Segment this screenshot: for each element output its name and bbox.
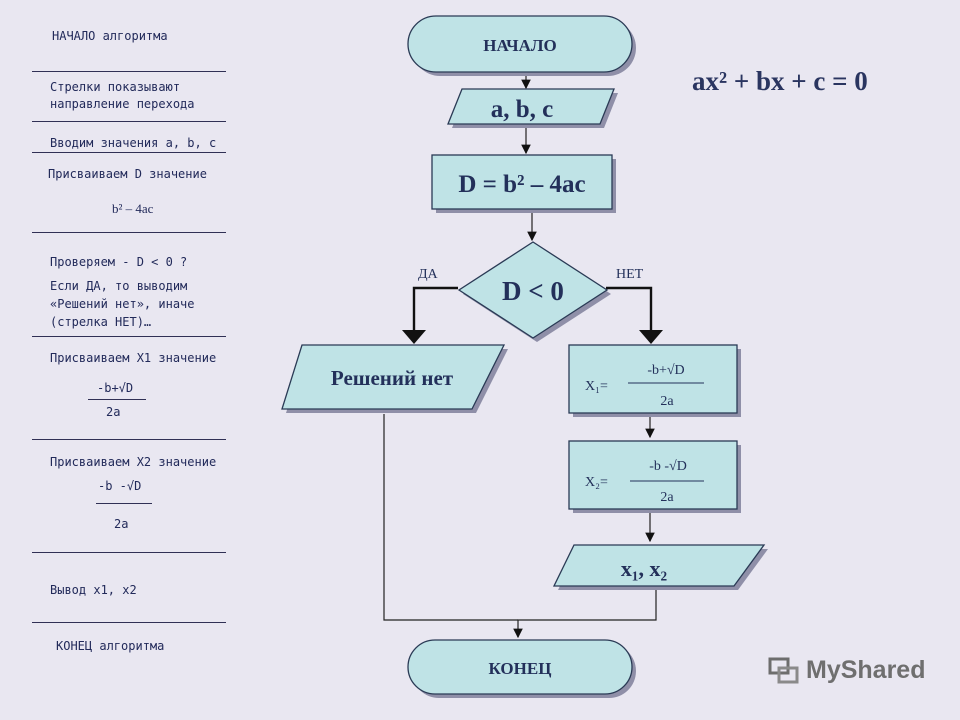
note-divider — [32, 71, 226, 72]
note-if-yes-line2: «Решений нет», иначе — [50, 297, 195, 311]
note-fraction-bar — [96, 503, 152, 504]
note-output: Вывод x1, x2 — [50, 583, 137, 597]
note-assign-x1: Присваиваем X1 значение — [50, 351, 217, 365]
note-d-formula: b² – 4ac — [112, 201, 154, 216]
note-start: НАЧАЛО алгоритма — [52, 29, 168, 43]
condition-block: D < 0 — [457, 241, 611, 342]
note-x2-denominator: 2a — [114, 517, 129, 531]
output-block: x₁, x₂ — [552, 544, 768, 590]
end-block: КОНЕЦ — [407, 639, 636, 698]
x2-label: X₂= — [585, 475, 608, 490]
x1-label: X₁= — [585, 379, 608, 394]
no-solutions-block: Решений нет — [281, 344, 508, 413]
condition-label: D < 0 — [502, 276, 564, 306]
note-if-yes-line1: Если ДА, то выводим — [50, 279, 188, 293]
start-block: НАЧАЛО — [407, 15, 636, 76]
d-assign-label: D = b² – 4ac — [458, 171, 585, 198]
note-divider — [32, 152, 226, 153]
equation: ax² + bx + c = 0 — [692, 66, 868, 96]
end-label: КОНЕЦ — [489, 659, 552, 678]
arrow-yes-branch — [412, 286, 458, 332]
arrow-no-branch — [606, 286, 653, 332]
note-check: Проверяем - D < 0 ? — [50, 255, 188, 269]
connectors — [383, 74, 663, 639]
line-no-solutions-to-end — [383, 414, 518, 621]
output-label: x₁, x₂ — [621, 556, 668, 581]
x1-numerator: -b+√D — [647, 363, 684, 378]
no-solutions-label: Решений нет — [331, 366, 454, 390]
note-divider — [32, 336, 226, 337]
note-if-yes-line3: (стрелка НЕТ)… — [50, 315, 152, 329]
note-divider — [32, 552, 226, 553]
input-block: a, b, c — [447, 88, 618, 128]
note-assign-d: Присваиваем D значение — [48, 167, 207, 181]
arrow-no-head — [639, 330, 663, 344]
note-arrows-line2: направление перехода — [50, 97, 195, 111]
note-divider — [32, 622, 226, 623]
note-divider — [32, 439, 226, 440]
input-label: a, b, c — [491, 96, 554, 123]
note-divider — [32, 121, 226, 122]
note-x1-denominator: 2a — [106, 405, 121, 419]
x2-denominator: 2a — [660, 490, 674, 505]
line-output-to-end — [513, 589, 657, 639]
note-x1-numerator: -b+√D — [97, 381, 134, 395]
x2-numerator: -b -√D — [649, 459, 687, 474]
no-label: НЕТ — [616, 267, 644, 282]
note-arrows-line1: Стрелки показывают — [50, 80, 181, 94]
x2-block: X₂= -b -√D 2a — [568, 440, 741, 513]
note-end: КОНЕЦ алгоритма — [56, 639, 165, 653]
note-fraction-bar — [88, 399, 146, 400]
note-assign-x2: Присваиваем X2 значение — [50, 455, 217, 469]
watermark-logo-icon — [768, 656, 800, 686]
arrow-yes-head — [402, 330, 426, 344]
d-assign-block: D = b² – 4ac — [431, 154, 616, 213]
note-input: Вводим значения a, b, c — [50, 136, 217, 150]
watermark-text: MyShared — [806, 656, 926, 684]
x1-denominator: 2a — [660, 394, 674, 409]
note-x2-numerator: -b -√D — [98, 479, 142, 493]
x1-block: X₁= -b+√D 2a — [568, 344, 741, 417]
note-divider — [32, 232, 226, 233]
start-label: НАЧАЛО — [483, 36, 557, 55]
yes-label: ДА — [418, 267, 439, 282]
